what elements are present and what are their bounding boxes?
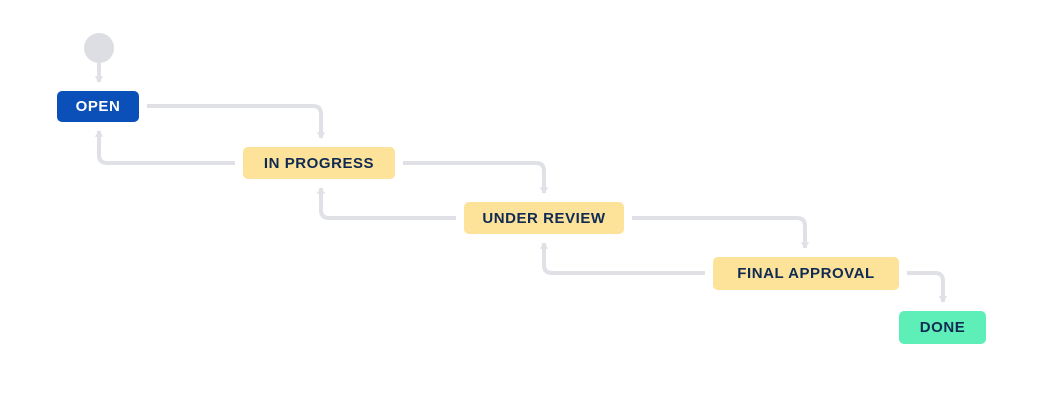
status-node-final-approval-label: FINAL APPROVAL (737, 265, 875, 282)
status-node-done[interactable]: DONE (899, 311, 986, 344)
connector-final-approval-to-done (907, 271, 948, 303)
connector-under-review-to-in-progress (316, 187, 456, 220)
status-node-under-review-label: UNDER REVIEW (482, 209, 606, 227)
connector-final-approval-to-under-review (539, 242, 705, 275)
status-node-final-approval[interactable]: FINAL APPROVAL (713, 257, 899, 290)
connector-in-progress-to-open (94, 130, 235, 165)
status-node-open-label: OPEN (75, 98, 121, 115)
status-node-in-progress-label: IN PROGRESS (263, 154, 375, 172)
status-node-open[interactable]: OPEN (57, 91, 139, 122)
connector-open-to-in-progress (147, 104, 326, 139)
start-node-circle (84, 33, 114, 63)
status-node-done-label: DONE (919, 319, 966, 336)
status-node-under-review[interactable]: UNDER REVIEW (464, 202, 624, 234)
connector-in-progress-to-under-review (403, 161, 549, 194)
connector-under-review-to-final-approval (632, 216, 810, 249)
status-node-in-progress[interactable]: IN PROGRESS (243, 147, 395, 179)
